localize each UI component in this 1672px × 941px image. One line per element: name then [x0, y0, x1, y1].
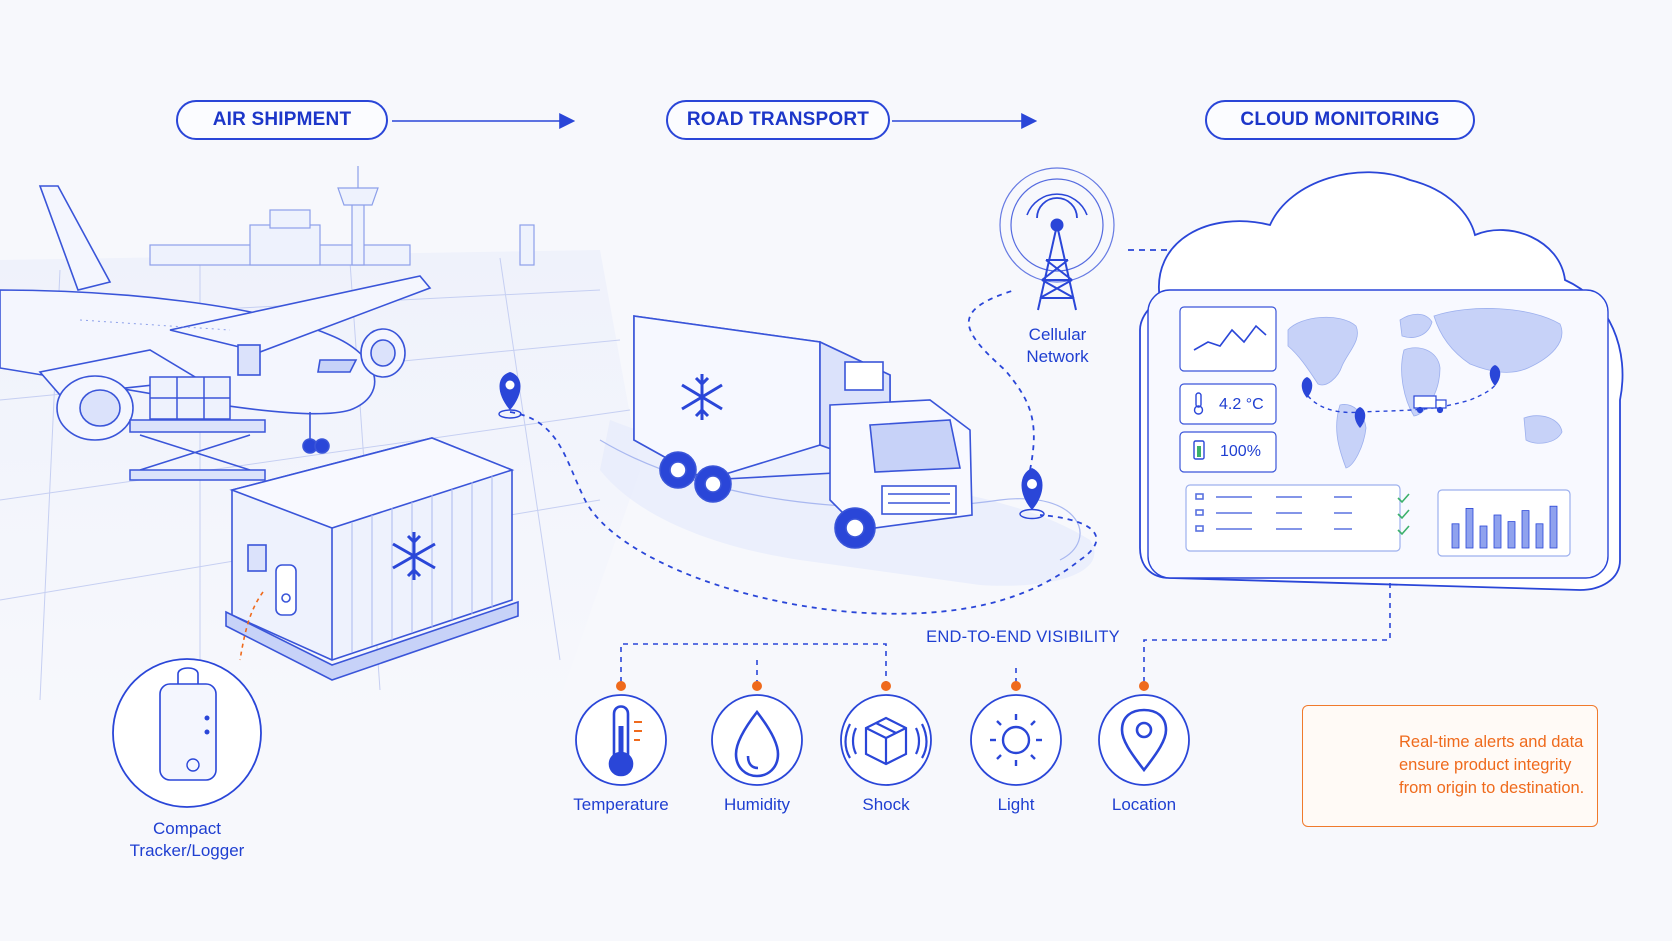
alert-text: Real-time alerts and data ensure product…	[1399, 733, 1585, 797]
snowflake-icon	[681, 374, 723, 420]
sensor-connectors	[620, 578, 1391, 682]
truck-mini-icon	[1413, 395, 1447, 414]
mini-bar	[1493, 514, 1502, 549]
route-path	[509, 249, 1180, 615]
reefer-truck	[633, 315, 973, 549]
shock-box-icon	[844, 716, 928, 766]
location-pin-icon	[1120, 708, 1168, 773]
mini-bar	[1507, 521, 1516, 549]
snowflake-icon	[392, 532, 436, 580]
tracker-label-line2: Tracker/Logger	[129, 841, 245, 860]
sensor-label-temperature: Temperature	[573, 795, 669, 814]
airport-terminal	[149, 166, 535, 266]
mini-bar	[1479, 525, 1488, 549]
sun-icon	[990, 714, 1042, 766]
battery-icon	[1193, 440, 1205, 460]
sensor-label-humidity: Humidity	[723, 795, 791, 814]
tracker-label: Compact Tracker/Logger	[107, 818, 267, 862]
check-icon	[1397, 493, 1410, 536]
stage-road-transport: ROAD TRANSPORT	[666, 100, 890, 140]
cellular-network-label: Cellular Network	[1000, 324, 1115, 368]
airplane	[0, 185, 432, 454]
reefer-container	[225, 437, 519, 681]
droplet-icon	[734, 709, 780, 778]
tracker-callout	[112, 591, 264, 808]
sensor-label-shock: Shock	[862, 795, 910, 814]
airport-scene	[0, 166, 640, 720]
end-to-end-visibility-label: END-TO-END VISIBILITY	[926, 628, 1120, 646]
mini-bar	[1535, 523, 1544, 549]
dashboard-temperature: 4.2 °C	[1219, 396, 1264, 413]
cloud-dashboard	[1139, 171, 1624, 591]
sensor-label-light: Light	[997, 795, 1035, 814]
status-table-widget	[1185, 484, 1401, 552]
mini-bar-chart	[1451, 505, 1558, 549]
cellular-label-line1: Cellular	[1028, 325, 1087, 344]
cargo-loader	[129, 376, 266, 481]
dashboard-battery: 100%	[1220, 443, 1261, 460]
sensor-circles	[575, 694, 1190, 786]
tracker-label-line1: Compact	[152, 819, 222, 838]
thermometer-icon	[608, 705, 634, 777]
trend-widget	[1179, 306, 1277, 372]
mini-bar	[1465, 507, 1474, 549]
temperature-widget	[1179, 383, 1277, 425]
mini-bar	[1521, 510, 1530, 549]
map-pin-icon	[1301, 365, 1501, 428]
location-pin-icon	[498, 372, 522, 419]
sensor-connector-dots	[616, 681, 1149, 691]
thermometer-small-icon	[1193, 392, 1204, 415]
location-pin-icon	[1019, 468, 1045, 520]
cellular-label-line2: Network	[1026, 347, 1089, 366]
cellular-tower-icon	[999, 167, 1115, 311]
mini-bar	[1549, 505, 1558, 549]
stage-air-shipment: AIR SHIPMENT	[176, 100, 388, 140]
world-map	[1287, 308, 1563, 469]
sensor-label-location: Location	[1111, 795, 1177, 814]
stage-cloud-monitoring: CLOUD MONITORING	[1205, 100, 1475, 140]
mini-bar	[1451, 523, 1460, 549]
alert-box: Real-time alerts and data ensure product…	[1302, 705, 1598, 827]
